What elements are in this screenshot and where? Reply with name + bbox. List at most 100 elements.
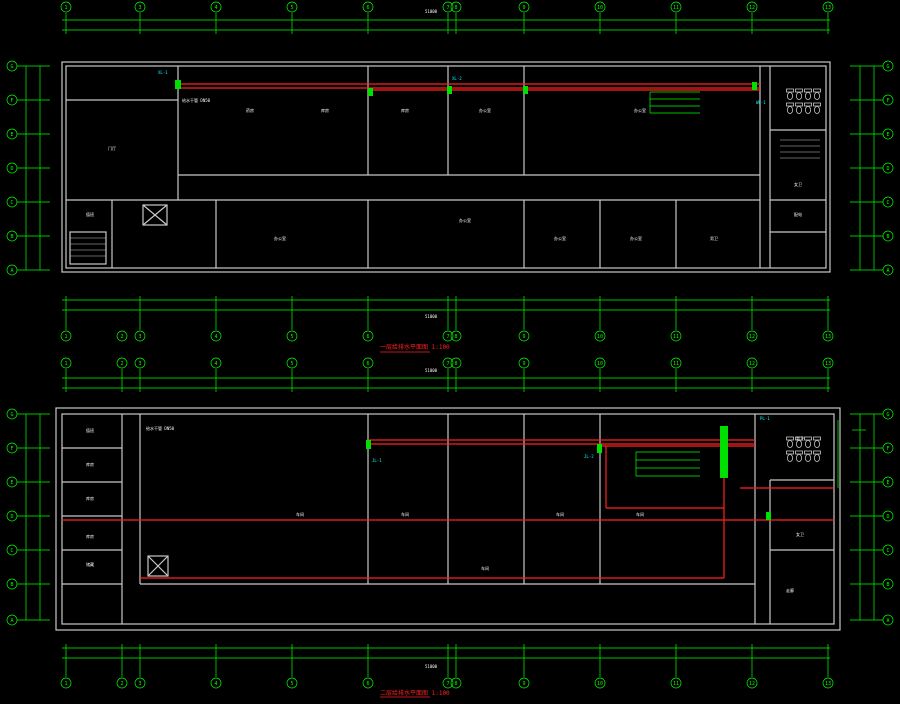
plan-1-pipe-label: 给水干管 DN50 — [182, 97, 211, 103]
axis-bubble-label: 12 — [749, 361, 755, 367]
plan-2-toilet-fixtures — [786, 436, 821, 462]
axis-bubble-label: 12 — [749, 681, 755, 687]
room-label: 车间 — [481, 565, 489, 571]
axis-bubble-label: 1 — [64, 361, 67, 367]
axis-bubble-label: 8 — [454, 334, 457, 340]
axis-bubble-label: 7 — [446, 681, 449, 687]
plan-2-riser-label-2: JL-2 — [584, 454, 594, 459]
axis-bubble-label: 5 — [290, 334, 293, 340]
axis-row-label: B — [10, 234, 13, 240]
axis-bubble-label: 11 — [673, 5, 679, 11]
room-label: 男卫 — [710, 236, 718, 241]
room-label: 办公室 — [479, 107, 491, 113]
axis-row-label: C — [886, 200, 889, 206]
axis-bubble-label: 9 — [522, 334, 525, 340]
room-label: 库房 — [401, 107, 409, 113]
axis-bubble-label: 4 — [214, 5, 217, 11]
plan-1-dimension: 51000 — [425, 9, 438, 14]
axis-bubble-label: 4 — [214, 334, 217, 340]
plan-1-risers — [175, 80, 757, 96]
plan-1-riser-label-1: XL-1 — [158, 70, 168, 75]
axis-row-label: D — [886, 166, 889, 172]
axis-row-label: F — [886, 98, 889, 104]
axis-row-label: G — [886, 64, 889, 70]
axis-bubble-label: 13 — [825, 681, 831, 687]
axis-row-label: E — [10, 480, 13, 486]
plan-1-title: 一层给排水平面图 1:100 — [380, 343, 450, 351]
axis-bubble-label: 10 — [597, 5, 603, 11]
axis-bubble-label: 1 — [64, 334, 67, 340]
plan-1-stair — [70, 139, 820, 257]
plan-2-dimension: 51000 — [425, 368, 438, 373]
plan-1-dimension-bottom: 51000 — [425, 314, 438, 319]
plan-2-room-labels: 值班库房库房库房储藏车间车间车间车间车间男卫女卫走廊 — [86, 427, 804, 593]
axis-row-label: G — [10, 412, 13, 418]
axis-row-label: A — [10, 268, 13, 274]
axis-row-label: C — [10, 548, 13, 554]
axis-bubble-label: 2 — [120, 361, 123, 367]
axis-row-label: C — [886, 548, 889, 554]
plan-2-riser-label-1: JL-1 — [372, 458, 382, 463]
plan-1-riser-label-2: XL-2 — [452, 76, 462, 81]
room-label: 女卫 — [796, 531, 804, 537]
room-label: 库房 — [86, 533, 94, 539]
axis-bubble-label: 8 — [454, 681, 457, 687]
room-label: 男卫 — [796, 436, 804, 441]
axis-bubble-label: 3 — [138, 681, 141, 687]
axis-bubble-label: 4 — [214, 681, 217, 687]
axis-bubble-label: 2 — [120, 334, 123, 340]
axis-bubble-label: 11 — [673, 361, 679, 367]
plan-2-title: 二层给排水平面图 1:100 — [380, 689, 450, 697]
axis-bubble-label: 11 — [673, 334, 679, 340]
room-label: 办公室 — [634, 107, 646, 113]
axis-row-label: A — [886, 268, 889, 274]
room-label: 储藏 — [86, 561, 94, 567]
axis-row-label: B — [10, 582, 13, 588]
room-label: 库房 — [86, 495, 94, 501]
axis-row-label: F — [886, 446, 889, 452]
axis-row-label: B — [886, 234, 889, 240]
room-label: 车间 — [556, 511, 564, 517]
room-label: 库房 — [321, 107, 329, 113]
axis-row-label: E — [10, 132, 13, 138]
room-label: 值班 — [86, 211, 94, 217]
room-label: 值班 — [86, 427, 94, 433]
room-label: 车间 — [296, 511, 304, 517]
plan-2-risers — [366, 426, 771, 520]
plan-1-room-labels: 值班门厅药房库房库房办公室办公室办公室办公室办公室办公室男卫女卫配电 — [86, 107, 802, 241]
axis-row-label: D — [10, 514, 13, 520]
axis-bubble-label: 8 — [454, 5, 457, 11]
plan-2-pipe-label: 给水干管 DN50 — [146, 425, 175, 431]
axis-bubble-label: 6 — [366, 334, 369, 340]
axis-bubble-label: 1 — [64, 681, 67, 687]
axis-bubble-label: 13 — [825, 5, 831, 11]
plan-2-dimension-bottom: 51000 — [425, 664, 438, 669]
axis-bubble-label: 11 — [673, 681, 679, 687]
axis-bubble-label: 2 — [120, 681, 123, 687]
plan-1-water-pipes — [178, 83, 760, 91]
axis-bubble-label: 3 — [138, 334, 141, 340]
axis-bubble-label: 4 — [214, 361, 217, 367]
axis-bubble-label: 9 — [522, 681, 525, 687]
axis-bubble-label: 9 — [522, 5, 525, 11]
plan-2-walls — [55, 407, 841, 631]
axis-bubble-label: 6 — [366, 361, 369, 367]
axis-row-label: A — [886, 618, 889, 624]
axis-bubble-label: 10 — [597, 681, 603, 687]
plan-2-riser-label-3: PL-1 — [760, 416, 770, 421]
room-label: 办公室 — [554, 235, 566, 241]
room-label: 车间 — [636, 511, 644, 517]
axis-bubble-label: 13 — [825, 334, 831, 340]
axis-bubble-label: 5 — [290, 5, 293, 11]
axis-row-label: D — [886, 514, 889, 520]
axis-row-label: B — [886, 582, 889, 588]
axis-bubble-label: 1 — [64, 5, 67, 11]
room-label: 走廊 — [786, 587, 794, 593]
axis-bubble-label: 9 — [522, 361, 525, 367]
plan-1-toilet-fixtures — [786, 88, 821, 115]
plan-2-pipe-annotation — [635, 420, 866, 488]
axis-bubble-label: 8 — [454, 361, 457, 367]
